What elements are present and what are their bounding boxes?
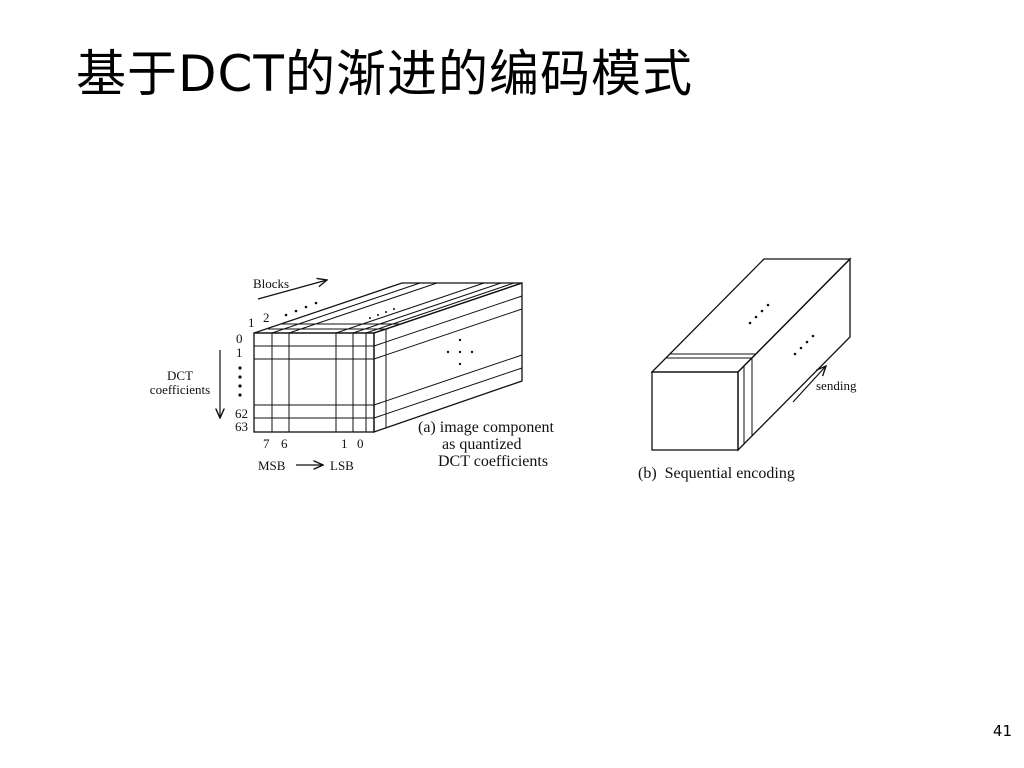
front-coef-lines	[254, 345, 374, 419]
block-index-1: 1	[248, 315, 255, 330]
blocks-arrow	[257, 280, 327, 300]
right-face-b	[737, 257, 851, 452]
bit-label-6: 6	[281, 436, 288, 451]
slide-title: 基于DCT的渐进的编码模式	[76, 45, 693, 103]
coef-label-62: 62	[235, 406, 248, 421]
coef-label-63: 63	[235, 419, 248, 434]
top-depth-lines	[268, 282, 515, 334]
right-face-a	[373, 282, 523, 433]
lsb-label: LSB	[330, 458, 354, 473]
coef-label-0: 0	[236, 331, 243, 346]
front-face-b	[651, 371, 739, 451]
caption-a-line1: (a) image component	[418, 419, 555, 436]
caption-a-line2: as quantized	[442, 436, 522, 453]
blocks-label: Blocks	[253, 276, 289, 291]
coefficients-label: coefficients	[150, 382, 210, 397]
ellipsis-dots-a	[238, 301, 474, 397]
bit-label-1: 1	[341, 436, 348, 451]
coef-label-1: 1	[236, 345, 243, 360]
block-index-2: 2	[263, 310, 270, 325]
msb-label: MSB	[258, 458, 286, 473]
figure-b	[650, 257, 852, 452]
right-depth-lines	[373, 295, 523, 428]
sending-label: sending	[816, 378, 857, 393]
front-bit-lines	[271, 333, 367, 432]
top-face-b	[650, 258, 852, 373]
ellipsis-dots-b	[748, 303, 815, 356]
dct-label: DCT	[167, 368, 193, 383]
caption-b: (b) Sequential encoding	[638, 465, 795, 482]
sending-arrow	[792, 366, 826, 403]
figure-a	[253, 282, 523, 433]
bit-label-7: 7	[263, 436, 270, 451]
caption-a-line3: DCT coefficients	[438, 453, 548, 470]
bit-label-0: 0	[357, 436, 364, 451]
page-number: 41	[992, 722, 1012, 740]
